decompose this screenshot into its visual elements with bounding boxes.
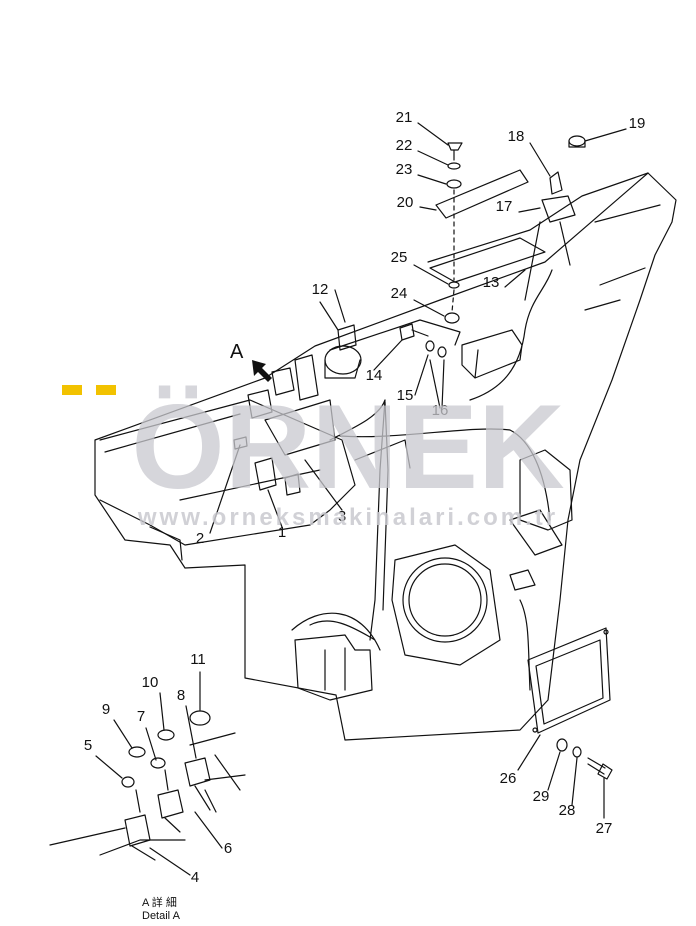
callout-15: 15 [397, 387, 414, 404]
part-12-body [324, 289, 361, 379]
cover-plate [527, 627, 611, 734]
detail-caption-jp: A 詳 細 [142, 895, 177, 909]
wire-harness [291, 399, 551, 691]
detail-a-knob-11 [189, 710, 211, 726]
dash-top-face [99, 399, 356, 546]
mid-opening [329, 319, 461, 469]
cover-plate-hole [532, 727, 538, 733]
detail-caption-en: Detail A [142, 910, 181, 921]
callout-8: 8 [177, 687, 185, 704]
callout-25: 25 [391, 249, 408, 266]
diagram-drawing [49, 122, 677, 876]
wire-harness-2 [382, 269, 553, 611]
leader-lines [517, 734, 605, 819]
detail-a-knob-10 [157, 729, 175, 741]
round-opening [402, 557, 488, 643]
bolt-2 [233, 436, 248, 450]
relay-block [294, 634, 373, 701]
callout-3: 3 [338, 508, 346, 525]
dash-edge [104, 413, 321, 561]
callout-22: 22 [396, 137, 413, 154]
bolt-27 [587, 757, 613, 780]
callout-17: 17 [496, 198, 513, 215]
hardware-leaders [413, 122, 627, 317]
washer-25 [448, 281, 460, 289]
callout-16: 16 [432, 402, 449, 419]
callout-28: 28 [559, 802, 576, 819]
callout-1: 1 [278, 524, 286, 541]
nut-24 [444, 312, 460, 324]
callout-5: 5 [84, 737, 92, 754]
detail-a-knob-7 [150, 757, 166, 769]
callout-13: 13 [483, 274, 500, 291]
callout-27: 27 [596, 820, 613, 837]
callout-11: 11 [190, 651, 206, 668]
cover-plate-hole [603, 629, 609, 635]
callout-7: 7 [137, 708, 145, 725]
detail-a-panel [49, 732, 246, 856]
part-19-cap-body [568, 140, 586, 148]
detail-a-leaders [95, 671, 223, 876]
detail-a-toggle-6 [157, 769, 184, 833]
callout-12: 12 [312, 281, 329, 298]
callout-2: 2 [196, 530, 204, 547]
part-12-key-switch [324, 345, 362, 375]
callout-21: 21 [396, 109, 413, 126]
washer-15 [425, 340, 435, 352]
switch-cluster-leaders [209, 301, 343, 534]
round-opening-rim [408, 563, 482, 637]
top-slot [429, 237, 546, 283]
washer-leaders [373, 339, 445, 409]
washer-23 [446, 179, 462, 189]
part-19-cap [568, 135, 586, 147]
part-13-relay [461, 329, 523, 379]
cover-plate-inner [535, 639, 604, 725]
view-arrow-icon [252, 360, 272, 382]
console-housing [94, 172, 677, 741]
washer-16 [437, 346, 447, 358]
washer-28 [572, 746, 582, 758]
callout-14: 14 [366, 367, 383, 384]
washer-22 [447, 162, 461, 170]
bolt-14 [399, 323, 429, 341]
callout-6: 6 [224, 840, 232, 857]
callout-18: 18 [508, 128, 525, 145]
detail-a-knob-9 [128, 746, 146, 758]
callout-4: 4 [191, 869, 199, 886]
detail-a-knob-5 [121, 776, 135, 788]
right-top-panel [427, 172, 661, 311]
switch-cluster [247, 354, 336, 496]
plate-20 [435, 169, 529, 219]
bolt-21 [447, 142, 463, 161]
callout-26: 26 [500, 770, 517, 787]
callout-20: 20 [397, 194, 414, 211]
callout-24: 24 [391, 285, 408, 302]
right-connectors [509, 449, 573, 591]
part-18-knob [549, 171, 563, 195]
part-17-switch [524, 195, 576, 301]
hardware-axis [451, 189, 455, 313]
washer-29 [556, 738, 568, 752]
callout-19: 19 [629, 115, 646, 132]
callout-29: 29 [533, 788, 550, 805]
callout-10: 10 [142, 674, 159, 691]
detail-a-switch-8 [184, 757, 217, 813]
round-opening-mount [391, 544, 501, 666]
callout-9: 9 [102, 701, 110, 718]
detail-a-toggle-4 [124, 789, 156, 861]
view-marker-label: A [230, 341, 244, 363]
callout-23: 23 [396, 161, 413, 178]
